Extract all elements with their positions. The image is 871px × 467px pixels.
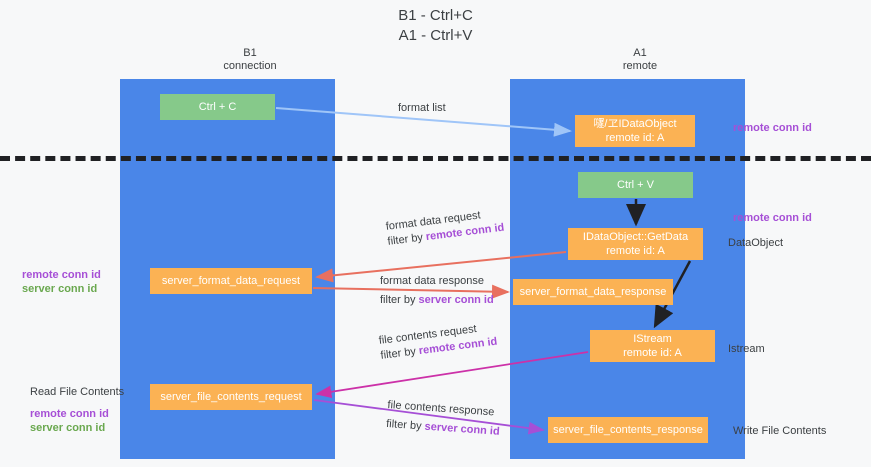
annotation-istream: Istream [728, 343, 765, 355]
edge-label-format-list-line1: format list [398, 102, 446, 114]
annotation-left-conn-ids-top: remote conn id server conn id [22, 268, 101, 296]
node-ctrl-v-label: Ctrl + V [617, 179, 654, 191]
node-server-file-contents-request[interactable]: server_file_contents_request [150, 384, 312, 410]
node-server-file-contents-request-label: server_file_contents_request [160, 391, 302, 403]
annotation-remote-conn-id-mid: remote conn id [733, 212, 812, 224]
node-server-format-data-response[interactable]: server_format_data_response [513, 279, 673, 305]
edge-label-format-data-request: format data request filter by remote con… [385, 206, 505, 250]
node-server-file-contents-response[interactable]: server_file_contents_response [548, 417, 708, 443]
filter-by-prefix-2: filter by [380, 294, 419, 306]
node-ctrl-c-label: Ctrl + C [198, 101, 237, 113]
phase-divider [0, 156, 871, 161]
column-header-b1: B1 connection [150, 47, 350, 73]
key-server-conn-id-1: server conn id [418, 294, 494, 306]
annotation-left-server-conn-id-1: server conn id [22, 283, 98, 295]
title-line-1: B1 - Ctrl+C [398, 7, 473, 24]
annotation-left-remote-conn-id-1: remote conn id [22, 269, 101, 281]
filter-by-prefix-4: filter by [385, 417, 426, 433]
annotation-left-server-conn-id-2: server conn id [30, 422, 106, 434]
edge-label-format-data-response: format data response filter by server co… [380, 274, 494, 308]
column-header-b1-subtitle: connection [223, 60, 277, 72]
annotation-read-file-contents: Read File Contents [30, 386, 125, 398]
page-title: B1 - Ctrl+C A1 - Ctrl+V [0, 6, 871, 46]
filter-by-prefix-3: filter by [379, 345, 420, 362]
column-header-b1-name: B1 [243, 47, 257, 59]
node-idataobject[interactable]: 嚺/ヱIDataObject remote id: A [575, 115, 695, 147]
node-ctrl-v[interactable]: Ctrl + V [578, 172, 693, 198]
annotation-write-file-contents: Write File Contents [733, 425, 827, 437]
edge-label-format-data-response-line2: filter by server conn id [380, 293, 494, 308]
edge-label-file-contents-request: file contents request filter by remote c… [378, 320, 498, 364]
node-server-format-data-response-label: server_format_data_response [519, 286, 667, 298]
annotation-dataobject: DataObject [728, 237, 784, 249]
column-header-a1: A1 remote [540, 47, 740, 73]
filter-by-prefix-1: filter by [386, 231, 427, 248]
node-server-file-contents-response-label: server_file_contents_response [553, 424, 703, 436]
key-server-conn-id-2: server conn id [424, 420, 501, 438]
node-idataobject-sub: remote id: A [605, 132, 665, 144]
node-istream-sub: remote id: A [623, 347, 682, 359]
node-ctrl-c[interactable]: Ctrl + C [160, 94, 275, 120]
node-idataobject-label: 嚺/ヱIDataObject [593, 118, 677, 130]
edge-label-file-contents-response: file contents response filter by server … [386, 398, 502, 440]
node-idataobject-getdata[interactable]: IDataObject::GetData remote id: A [568, 228, 703, 260]
node-istream[interactable]: IStream remote id: A [590, 330, 715, 362]
column-header-a1-name: A1 [633, 47, 647, 59]
node-idataobject-getdata-sub: remote id: A [606, 245, 665, 257]
annotation-remote-conn-id-top: remote conn id [733, 122, 812, 134]
column-header-a1-subtitle: remote [622, 60, 658, 72]
title-line-2: A1 - Ctrl+V [398, 27, 473, 44]
edge-label-format-list: format list [398, 101, 446, 116]
node-idataobject-getdata-label: IDataObject::GetData [582, 231, 689, 243]
node-istream-label: IStream [633, 333, 672, 345]
edge-label-format-data-response-line1: format data response [380, 275, 484, 287]
edge-label-file-contents-response-line2: filter by server conn id [386, 417, 500, 440]
node-server-format-data-request[interactable]: server_format_data_request [150, 268, 312, 294]
annotation-left-conn-ids-bottom: Read File Contents remote conn id server… [30, 385, 124, 435]
annotation-left-remote-conn-id-2: remote conn id [30, 408, 109, 420]
node-server-format-data-request-label: server_format_data_request [161, 275, 301, 287]
